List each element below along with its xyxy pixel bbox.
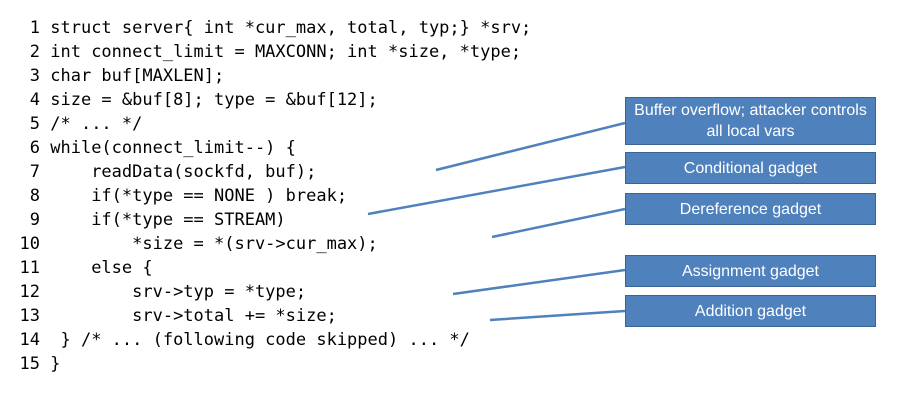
- callout-assignment-gadget: Assignment gadget: [625, 255, 876, 287]
- line-number: 15: [19, 354, 40, 374]
- code-line: 3 char buf[MAXLEN];: [0, 64, 225, 88]
- line-number: 13: [19, 306, 40, 326]
- code-line: 8 if(*type == NONE ) break;: [0, 184, 347, 208]
- code-line: 11 else {: [0, 256, 153, 280]
- code-text: struct server{ int *cur_max, total, typ;…: [50, 18, 532, 38]
- code-text: size = &buf[8]; type = &buf[12];: [50, 90, 378, 110]
- code-line: 4 size = &buf[8]; type = &buf[12];: [0, 88, 378, 112]
- code-line: 2 int connect_limit = MAXCONN; int *size…: [0, 40, 521, 64]
- code-text: char buf[MAXLEN];: [50, 66, 225, 86]
- code-line: 10 *size = *(srv->cur_max);: [0, 232, 378, 256]
- leader-line-assignment: [452, 268, 626, 296]
- code-text: int connect_limit = MAXCONN; int *size, …: [50, 42, 522, 62]
- line-number: 1: [29, 18, 40, 38]
- callout-dereference-gadget: Dereference gadget: [625, 193, 876, 225]
- line-number: 3: [29, 66, 40, 86]
- code-text: *size = *(srv->cur_max);: [50, 234, 378, 254]
- leader-line-dereference: [491, 207, 626, 239]
- line-number: 8: [29, 186, 40, 206]
- line-number: 2: [29, 42, 40, 62]
- line-number: 4: [29, 90, 40, 110]
- code-line: 14 } /* ... (following code skipped) ...…: [0, 328, 470, 352]
- line-number: 12: [19, 282, 40, 302]
- line-number: 6: [29, 138, 40, 158]
- code-text: } /* ... (following code skipped) ... */: [50, 330, 470, 350]
- callout-addition-gadget: Addition gadget: [625, 295, 876, 327]
- code-text: srv->total += *size;: [50, 306, 337, 326]
- code-text: else {: [50, 258, 153, 278]
- code-text: /* ... */: [50, 114, 143, 134]
- leader-line-conditional: [367, 165, 626, 216]
- leader-line-addition: [489, 309, 626, 322]
- code-line: 12 srv->typ = *type;: [0, 280, 307, 304]
- code-line: 5 /* ... */: [0, 112, 143, 136]
- line-number: 9: [29, 210, 40, 230]
- code-text: srv->typ = *type;: [50, 282, 307, 302]
- code-line: 15 }: [0, 352, 61, 376]
- code-line: 1 struct server{ int *cur_max, total, ty…: [0, 16, 532, 40]
- leader-line-overflow: [435, 121, 626, 172]
- code-text: if(*type == NONE ) break;: [50, 186, 348, 206]
- line-number: 5: [29, 114, 40, 134]
- callout-conditional-gadget: Conditional gadget: [625, 152, 876, 184]
- line-number: 7: [29, 162, 40, 182]
- line-number: 14: [19, 330, 40, 350]
- line-number: 11: [19, 258, 40, 278]
- callout-buffer-overflow: Buffer overflow; attacker controls all l…: [625, 97, 876, 145]
- code-text: readData(sockfd, buf);: [50, 162, 317, 182]
- code-line: 9 if(*type == STREAM): [0, 208, 286, 232]
- code-line: 6 while(connect_limit--) {: [0, 136, 296, 160]
- line-number: 10: [19, 234, 40, 254]
- code-line: 13 srv->total += *size;: [0, 304, 337, 328]
- code-line: 7 readData(sockfd, buf);: [0, 160, 317, 184]
- code-text: if(*type == STREAM): [50, 210, 286, 230]
- code-text: while(connect_limit--) {: [50, 138, 296, 158]
- code-text: }: [50, 354, 61, 374]
